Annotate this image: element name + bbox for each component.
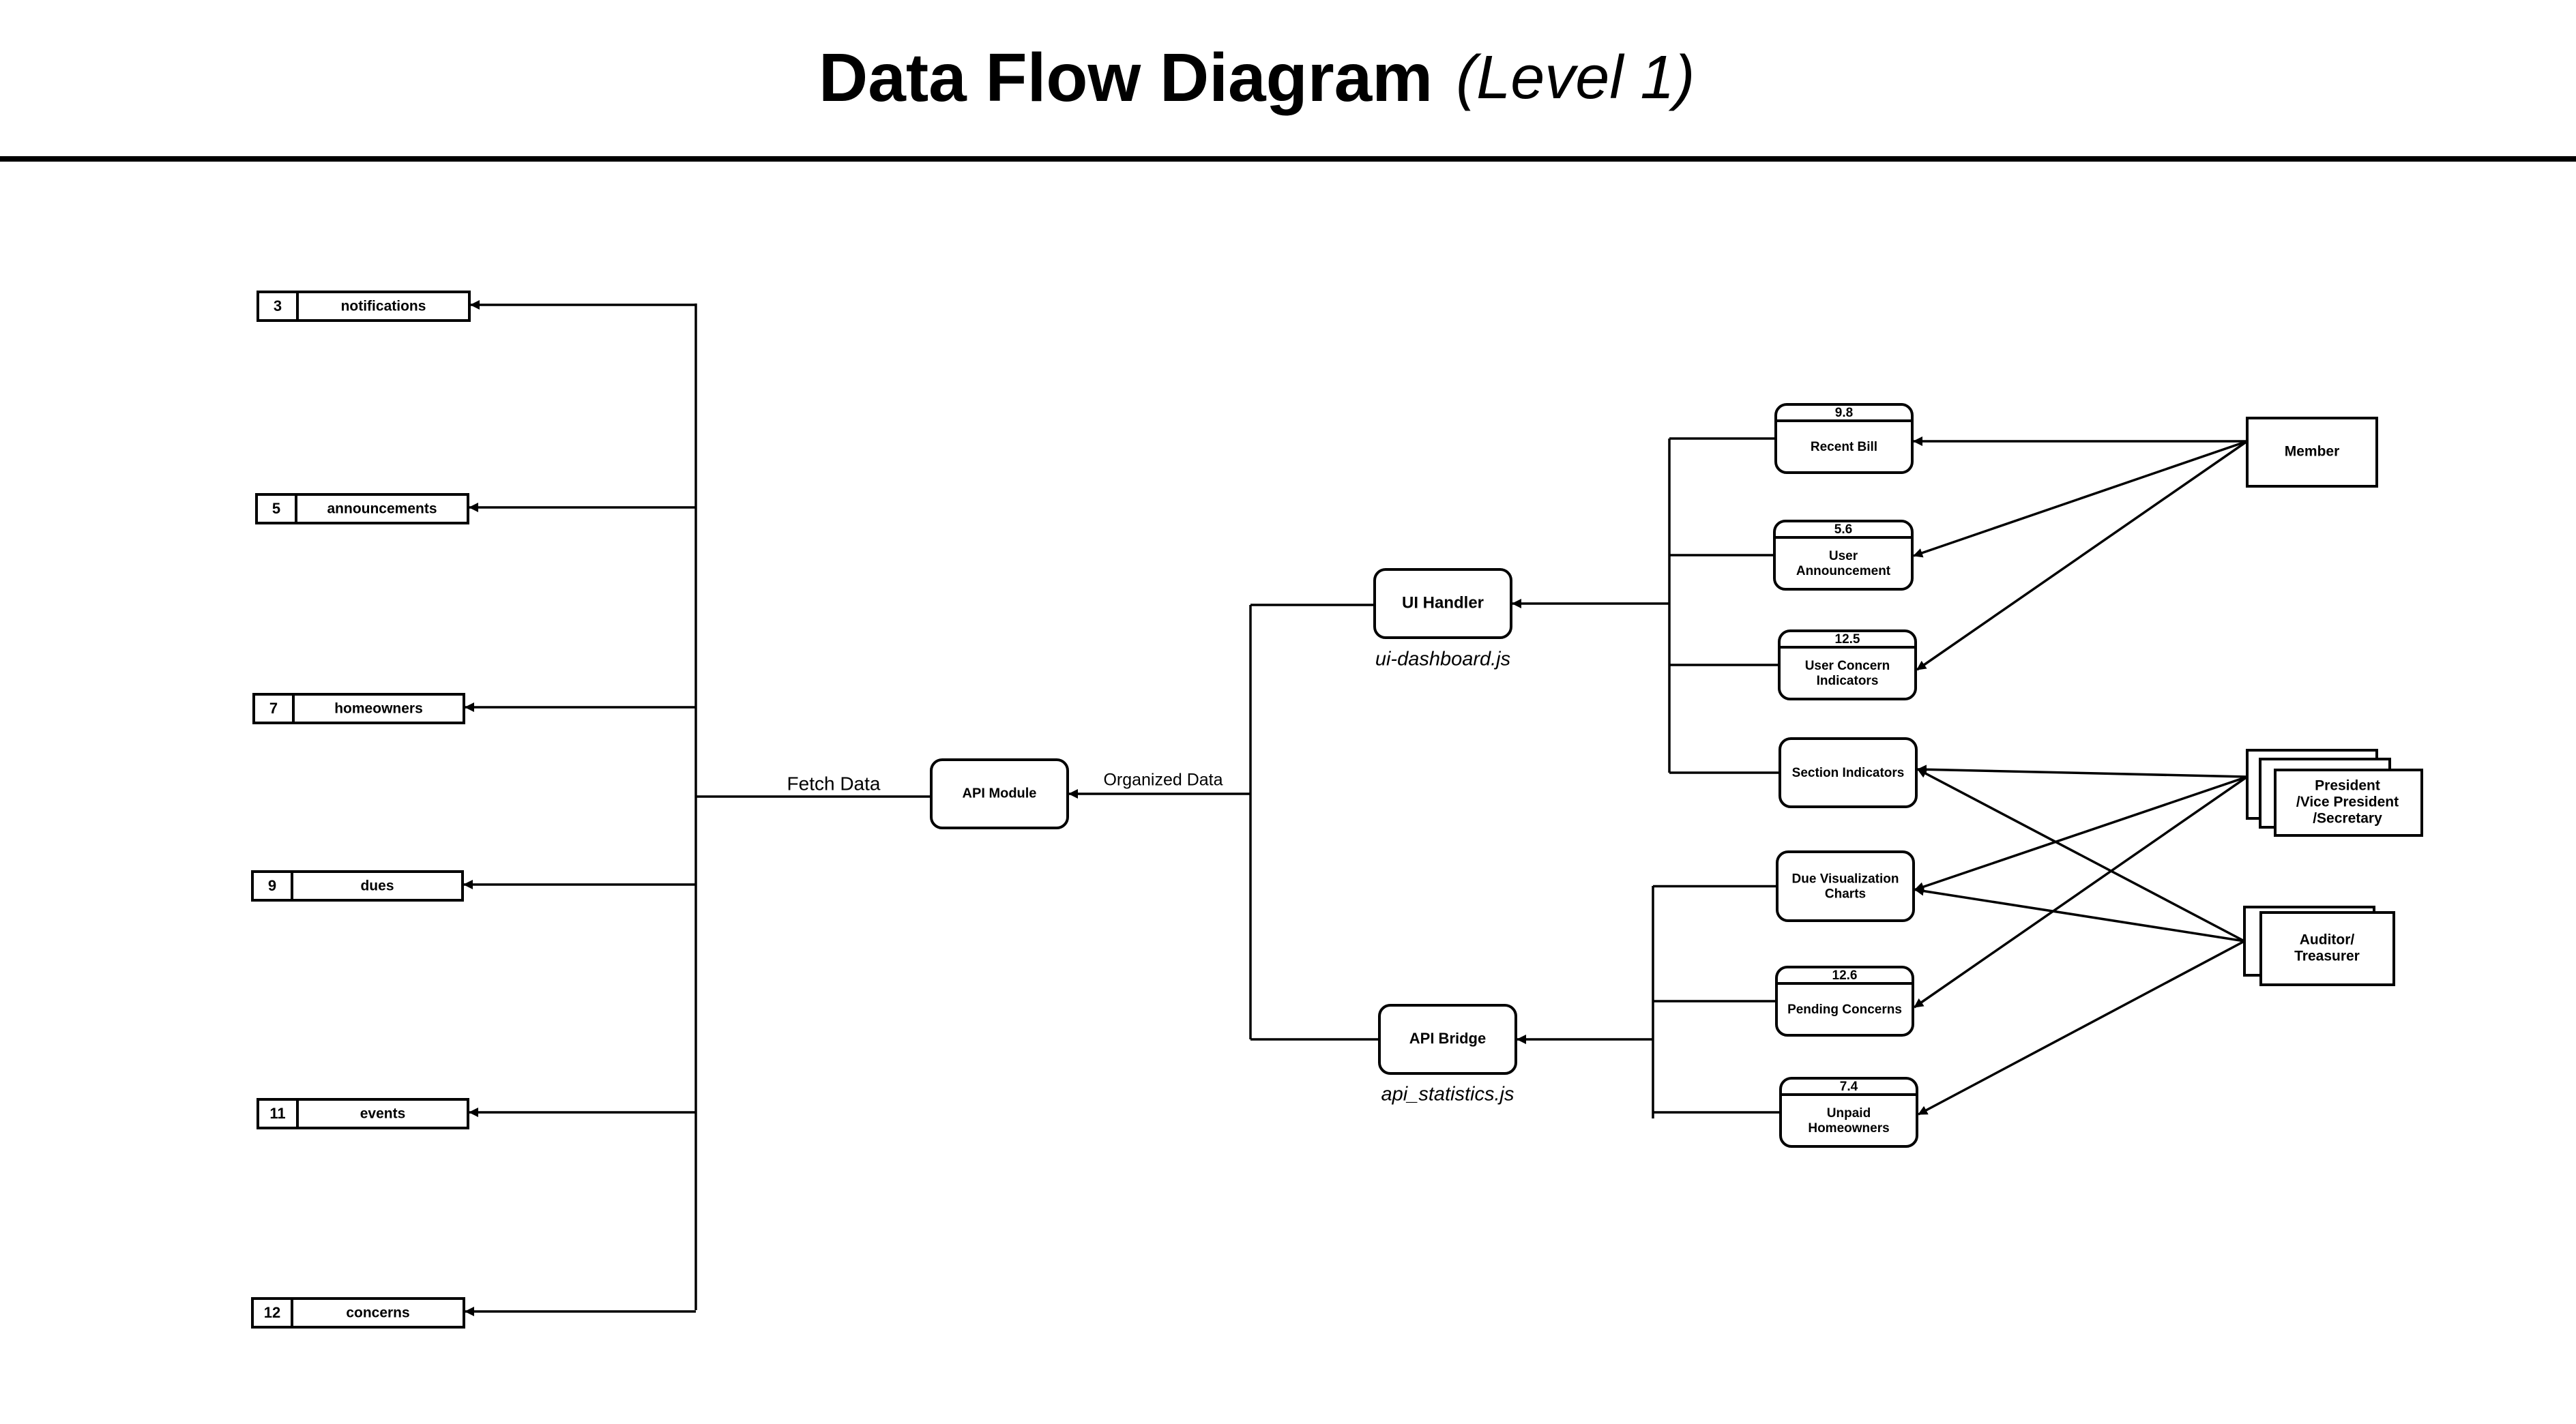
api-module-label: API Module [963, 786, 1037, 801]
subprocess-number: 12.5 [1835, 632, 1860, 647]
subprocess-label: Section Indicators [1792, 766, 1905, 780]
data-store-id: 3 [274, 297, 282, 314]
entity-officers-label: /Vice President [2296, 795, 2399, 810]
diagram-title: Data Flow Diagram (Level 1) [819, 30, 1695, 125]
data-store-id: 11 [269, 1105, 285, 1122]
auditor-to-unpaid-homeowners [1918, 940, 2245, 1116]
entity-officers-label: President [2315, 778, 2380, 794]
entity-officers-front [2274, 769, 2423, 837]
subprocess-label: Unpaid [1827, 1106, 1871, 1121]
subprocess-number: 5.6 [1834, 522, 1852, 537]
shape-layer: 3 notifications 5 announcements 7 homeowners 9… [251, 291, 2423, 1329]
subprocess-label: Charts [1825, 887, 1866, 902]
entity-officers-label: /Secretary [2313, 811, 2382, 827]
title-divider [0, 156, 2576, 162]
data-store-name: announcements [327, 501, 437, 517]
subprocess-number: 9.8 [1835, 406, 1853, 420]
subprocess-label: Indicators [1817, 674, 1879, 688]
subprocess-label: Announcement [1796, 564, 1891, 578]
api-module-process [930, 758, 1069, 829]
subprocess-section_indicators [1779, 737, 1918, 808]
data-store-name: concerns [346, 1305, 409, 1321]
data-store-id: 12 [264, 1304, 280, 1321]
data-store-homeowners [252, 693, 465, 724]
ui-handler-file: ui-dashboard.js [1375, 649, 1510, 670]
subprocess-label: User Concern [1805, 659, 1890, 673]
subprocess-label: Pending Concerns [1787, 1003, 1902, 1017]
member-to-user-concern [1916, 440, 2248, 671]
entity-auditor-label: Treasurer [2294, 949, 2360, 964]
data-store-announcements [255, 493, 469, 524]
entity-auditor-front [2259, 911, 2395, 986]
entity-auditor-label: Auditor/ [2300, 932, 2355, 948]
auditor-to-due-charts [1914, 886, 2245, 943]
organized-data-label: Organized Data [1103, 771, 1223, 790]
data-store-name: homeowners [334, 701, 423, 717]
data-store-notifications [257, 291, 471, 322]
officers-to-section-indicators [1917, 765, 2248, 778]
officers-to-pending-concerns [1914, 775, 2248, 1009]
data-store-name: notifications [341, 299, 426, 314]
title-subtitle: (Level 1) [1456, 43, 1695, 112]
auditor-to-section-indicators [1917, 768, 2245, 943]
data-store-dues [251, 870, 464, 902]
member-to-user-announcement [1913, 440, 2248, 558]
data-store-name: events [360, 1106, 406, 1122]
subprocess-label: Due Visualization [1792, 872, 1899, 887]
subprocess-label: Homeowners [1808, 1121, 1889, 1136]
data-store-events [257, 1098, 469, 1129]
subprocess-due_charts [1776, 850, 1915, 922]
fetch-data-label: Fetch Data [787, 773, 881, 794]
data-store-concerns [251, 1297, 465, 1329]
subprocess-number: 7.4 [1840, 1080, 1858, 1094]
connector-layer [463, 300, 2248, 1316]
data-store-id: 9 [268, 877, 276, 894]
entity-member [2246, 417, 2378, 488]
api-bridge-label: API Bridge [1409, 1030, 1486, 1047]
officers-to-due-charts [1914, 775, 2248, 891]
data-store-id: 7 [269, 700, 278, 717]
subprocess-number: 12.6 [1832, 968, 1858, 983]
subprocess-label: User [1829, 549, 1858, 563]
data-store-name: dues [360, 878, 394, 894]
subprocess-label: Recent Bill [1811, 440, 1877, 454]
title-main: Data Flow Diagram [819, 39, 1433, 116]
data-store-id: 5 [272, 500, 280, 517]
ui-handler-process [1373, 568, 1512, 639]
entity-member-label: Member [2285, 444, 2340, 460]
ui-handler-label: UI Handler [1402, 593, 1484, 612]
api-bridge-file: api_statistics.js [1381, 1084, 1514, 1106]
api-bridge-process [1378, 1004, 1517, 1075]
